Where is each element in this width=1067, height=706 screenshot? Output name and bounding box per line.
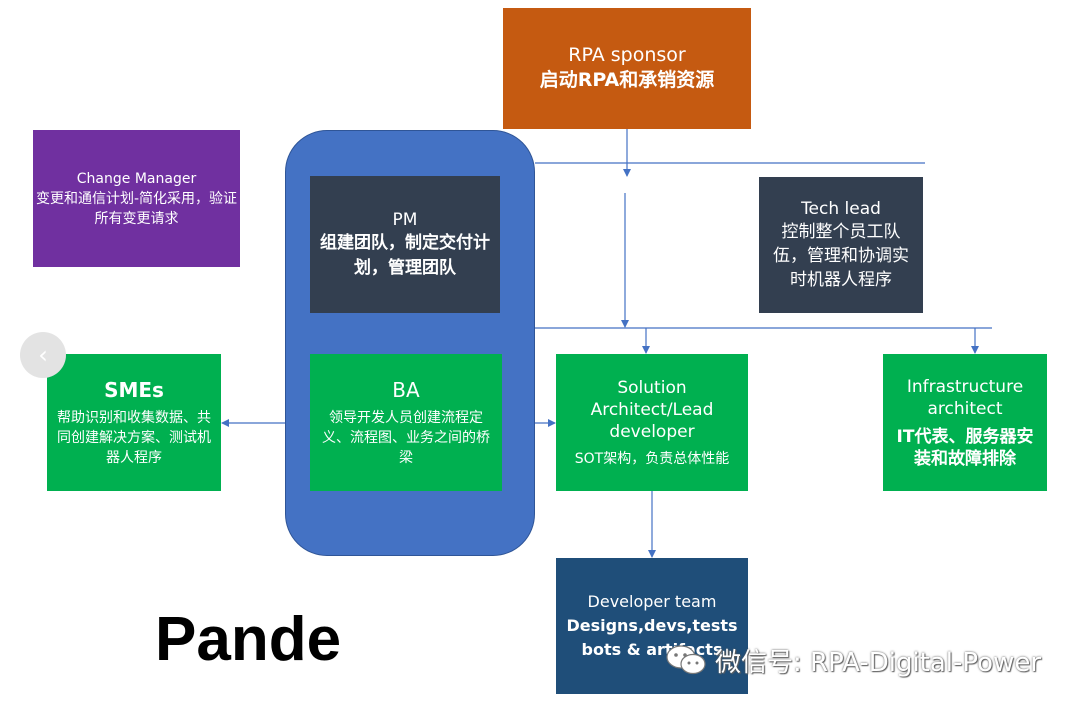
ba-title: BA bbox=[392, 377, 420, 402]
smes-title: SMEs bbox=[104, 377, 164, 402]
smes-body: 帮助识别和收集数据、共同创建解决方案、测试机器人程序 bbox=[57, 409, 211, 466]
tech-lead-title: Tech lead bbox=[801, 199, 881, 219]
rpa-sponsor-box: RPA sponsor 启动RPA和承销资源 bbox=[503, 8, 751, 129]
change-manager-body: 变更和通信计划-简化采用，验证所有变更请求 bbox=[35, 190, 238, 227]
ba-body: 领导开发人员创建流程定义、流程图、业务之间的桥梁 bbox=[322, 409, 490, 466]
pm-box: PM 组建团队，制定交付计划，管理团队 bbox=[310, 176, 500, 313]
solution-architect-title: Solution Architect/Lead developer bbox=[590, 377, 714, 442]
pm-title: PM bbox=[392, 209, 418, 230]
chevron-left-icon[interactable]: ‹ bbox=[20, 332, 66, 378]
developer-team-box: Developer team Designs,devs,tests bots &… bbox=[556, 558, 748, 694]
ba-box: BA 领导开发人员创建流程定义、流程图、业务之间的桥梁 bbox=[310, 354, 502, 491]
infrastructure-architect-box: Infrastructure architect IT代表、服务器安装和故障排除 bbox=[883, 354, 1047, 491]
tech-lead-box: Tech lead 控制整个员工队伍，管理和协调实时机器人程序 bbox=[759, 177, 923, 313]
caption-text: Pande bbox=[155, 605, 342, 674]
developer-team-title: Developer team bbox=[587, 592, 717, 611]
pm-body: 组建团队，制定交付计划，管理团队 bbox=[320, 232, 490, 278]
solution-architect-box: Solution Architect/Lead developer SOT架构，… bbox=[556, 354, 748, 491]
rpa-sponsor-title: RPA sponsor bbox=[568, 43, 686, 66]
wechat-icon bbox=[665, 644, 707, 676]
watermark-text: 微信号: RPA-Digital-Power bbox=[715, 647, 1042, 678]
solution-architect-body: SOT架构，负责总体性能 bbox=[574, 450, 730, 467]
rpa-sponsor-body: 启动RPA和承销资源 bbox=[539, 68, 715, 91]
change-manager-title: Change Manager bbox=[76, 170, 197, 187]
smes-box: SMEs 帮助识别和收集数据、共同创建解决方案、测试机器人程序 bbox=[47, 354, 221, 491]
infrastructure-architect-body: IT代表、服务器安装和故障排除 bbox=[896, 426, 1034, 469]
infrastructure-architect-title: Infrastructure architect bbox=[906, 376, 1024, 419]
tech-lead-body: 控制整个员工队伍，管理和协调实时机器人程序 bbox=[773, 222, 909, 290]
change-manager-box: Change Manager 变更和通信计划-简化采用，验证所有变更请求 bbox=[33, 130, 240, 267]
watermark: 微信号: RPA-Digital-Power bbox=[665, 638, 1041, 682]
